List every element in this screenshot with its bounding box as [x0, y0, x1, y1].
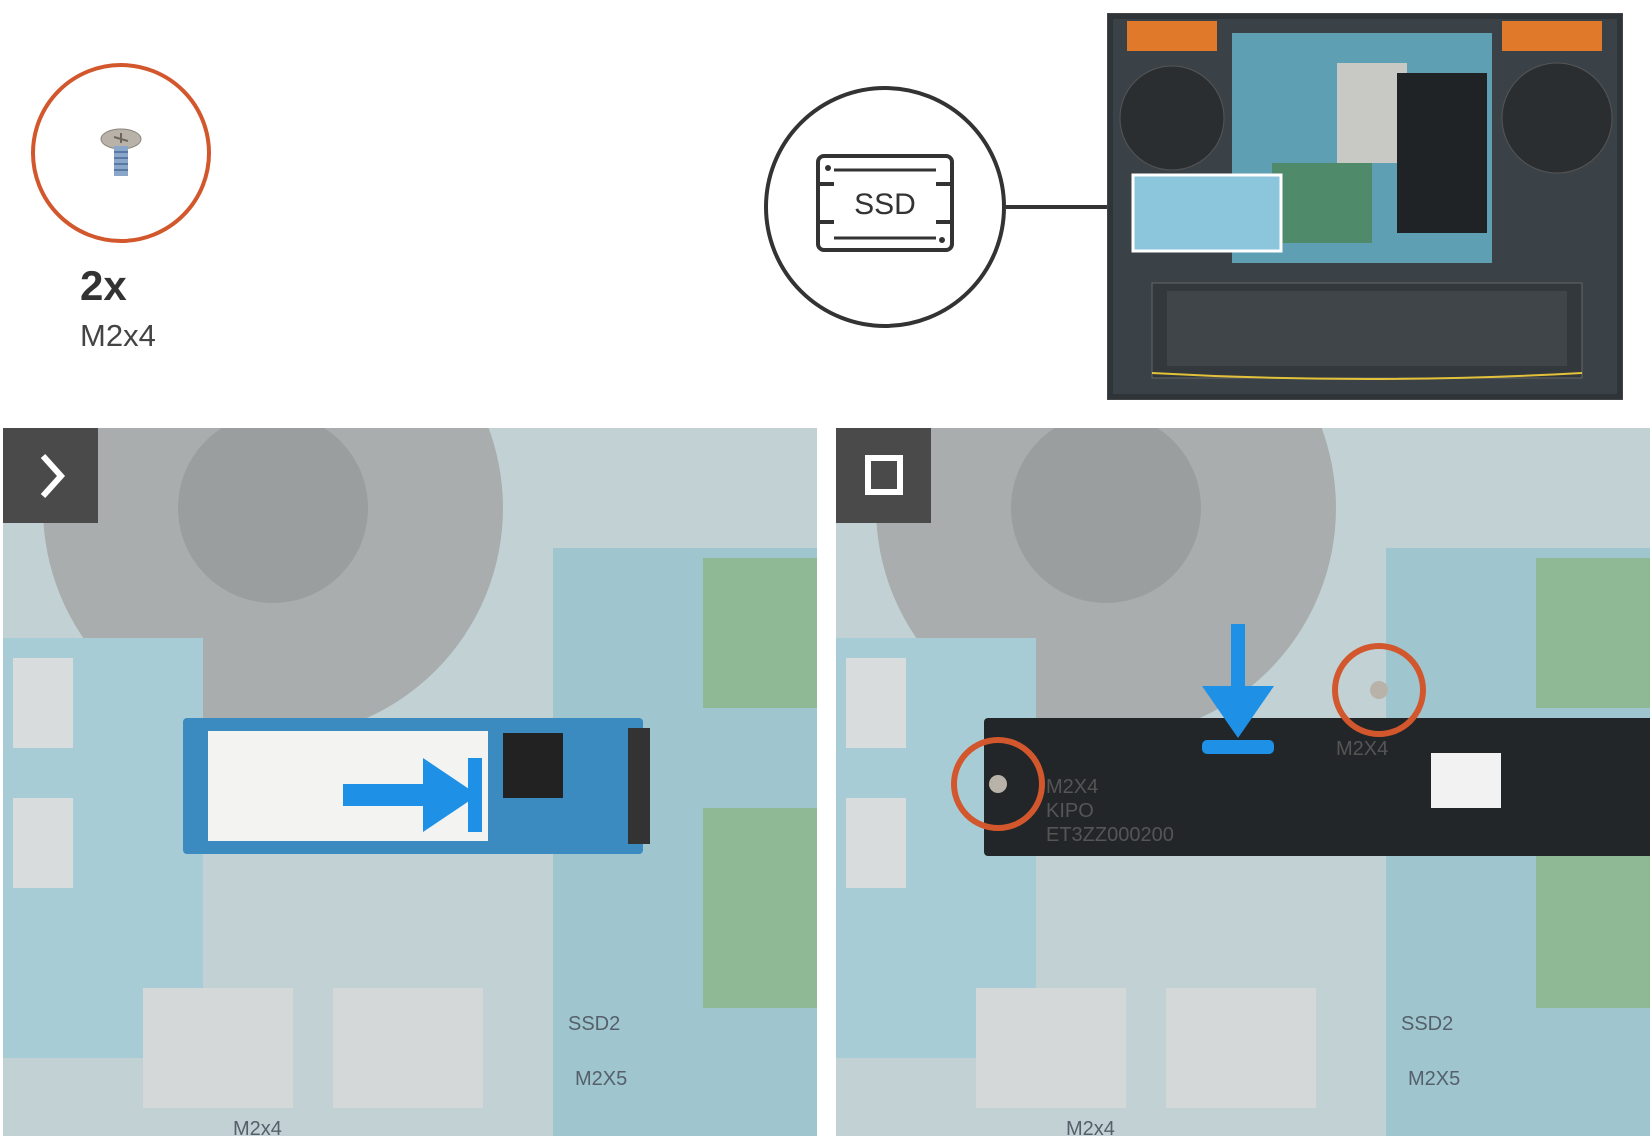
chevron-right-icon: [40, 453, 66, 499]
board-photo: [836, 428, 1650, 1136]
step-badge: [836, 428, 931, 523]
board-label: M2X4: [1336, 738, 1389, 760]
board-label: SSD2: [1401, 1013, 1454, 1035]
ssd-location-highlight: [1131, 173, 1283, 253]
board-label: M2X5: [1408, 1068, 1461, 1090]
fan-left: [1127, 21, 1217, 51]
shield-text: ET3ZZ000200: [1046, 824, 1174, 846]
board-label: M2x4: [233, 1118, 282, 1136]
screw-type: M2x4: [80, 318, 156, 353]
screw-quantity: 2x: [80, 262, 127, 309]
m2-slot: [628, 728, 650, 844]
board-label: M2X5: [575, 1068, 628, 1090]
board-label: M2x4: [1066, 1118, 1115, 1136]
screw-icon: [100, 128, 142, 176]
screw-callout-left: [951, 737, 1045, 831]
square-stop-icon: [865, 455, 903, 495]
ssd-thermal-shield: [984, 718, 1650, 856]
board-label: SSD2: [568, 1013, 621, 1035]
ssd-icon: SSD: [816, 154, 954, 252]
step-1-panel: SSD2 M2X5 M2x4: [3, 428, 817, 1136]
shield-text: KIPO: [1046, 800, 1094, 822]
board-photo: [3, 428, 817, 1136]
screw-callout-right: [1332, 643, 1426, 737]
ssd-callout: SSD: [764, 86, 1006, 328]
ssd-label: SSD: [854, 188, 916, 221]
step-badge: [3, 428, 98, 523]
laptop-overview-image: [1107, 13, 1623, 400]
screw-callout: [31, 63, 211, 243]
shield-text: M2X4: [1046, 776, 1099, 798]
qr-label: [1431, 753, 1501, 808]
fan-right: [1502, 21, 1602, 51]
callout-leader-line: [1006, 205, 1138, 209]
step-2-panel: M2X4 KIPO ET3ZZ000200 M2X4 SSD2 M2X5 M2x…: [836, 428, 1650, 1136]
